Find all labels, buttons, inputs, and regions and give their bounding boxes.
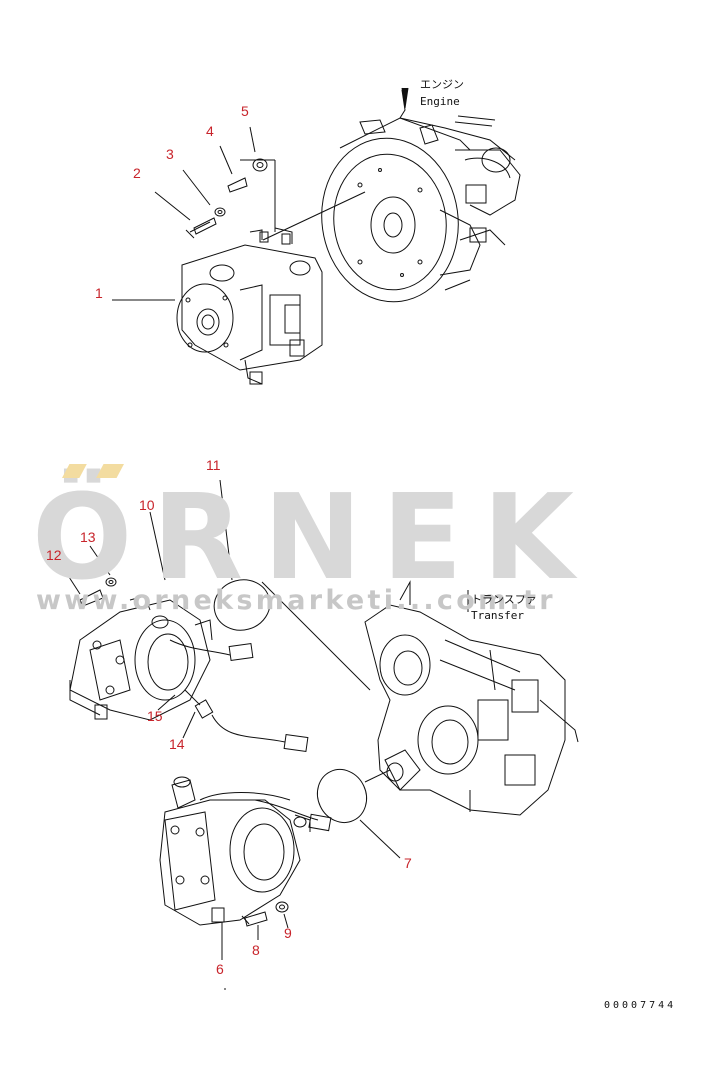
transfer-label-jp: トランスファ (471, 593, 537, 606)
washer-13 (105, 577, 117, 587)
callout-9: 9 (284, 925, 292, 941)
callout-7: 7 (404, 855, 412, 871)
callout-4: 4 (206, 123, 214, 139)
pump-assembly-10 (69, 595, 213, 721)
washer-9 (275, 901, 289, 913)
watermark-site: www.orneksmarketi...com.tr (36, 585, 556, 616)
engine-label-en: Engine (420, 95, 460, 108)
transfer-label-en: Transfer (471, 609, 524, 622)
pump-assembly-6 (159, 776, 311, 926)
washer-3 (214, 207, 226, 217)
o-ring-11 (213, 579, 271, 631)
engine-assembly (321, 89, 521, 303)
callout-10: 10 (139, 497, 155, 513)
o-ring-7 (316, 769, 368, 823)
callout-12: 12 (46, 547, 62, 563)
bolt-12 (75, 589, 104, 607)
callout-1: 1 (95, 285, 103, 301)
document-number: 00007744 (604, 1000, 677, 1011)
engine-label-jp: エンジン (420, 78, 464, 91)
washer-5 (252, 158, 268, 172)
callout-13: 13 (80, 529, 96, 545)
callout-11: 11 (206, 457, 221, 473)
callout-14: 14 (169, 736, 185, 752)
callout-5: 5 (241, 103, 249, 119)
watermark-brand: ÖRNEK (32, 468, 594, 606)
transfer-case (364, 580, 579, 816)
callout-8: 8 (252, 942, 260, 958)
pump-assembly-1 (176, 227, 323, 385)
callout-6: 6 (216, 961, 224, 977)
bolt-2 (185, 217, 217, 239)
callout-3: 3 (166, 146, 174, 162)
bolt-8 (241, 911, 268, 927)
callout-15: 15 (147, 708, 163, 724)
bolt-4 (227, 177, 248, 193)
callout-2: 2 (133, 165, 141, 181)
